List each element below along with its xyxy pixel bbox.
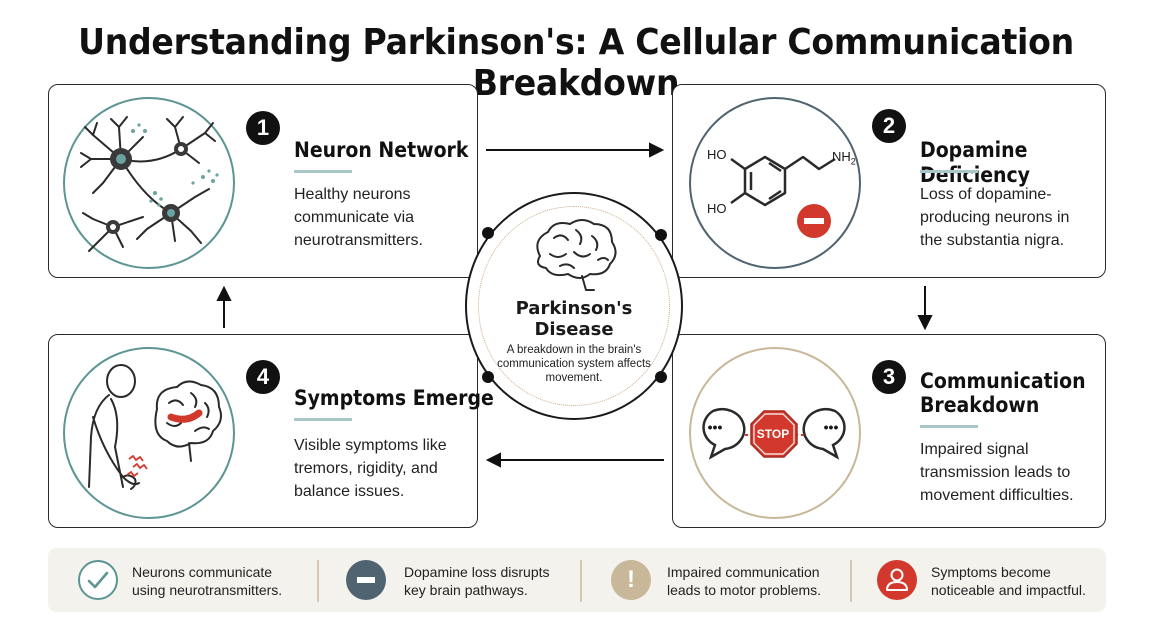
connector-dot-bottom-right <box>655 371 667 383</box>
step-2-badge: 2 <box>872 109 906 143</box>
footer-text-1-line1: Neurons communicate <box>132 564 273 580</box>
step-1-description: Healthy neurons communicate via neurotra… <box>294 186 423 249</box>
connector-dot-top-right <box>655 229 667 241</box>
footer-item-1: Neurons communicate using neurotransmitt… <box>48 548 318 612</box>
footer-item-2: Dopamine loss disrupts key brain pathway… <box>318 548 580 612</box>
connector-dot-top-left <box>482 227 494 239</box>
arrow-3-to-4-head <box>485 452 501 468</box>
step-1-title: Neuron Network <box>294 138 469 162</box>
step-3-underline <box>920 425 978 428</box>
step-4-description: Visible symptoms like tremors, rigidity,… <box>294 437 447 500</box>
dopamine-molecule-icon <box>730 155 836 238</box>
footer-separator-2 <box>580 560 582 602</box>
center-title-line1: Parkinson's <box>515 298 633 319</box>
footer-separator-1 <box>317 560 319 602</box>
center-title: Parkinson's Disease <box>478 298 670 340</box>
footer-text-1-line2: using neurotransmitters. <box>132 582 283 598</box>
footer-text-4: Symptoms become noticeable and impactful… <box>931 563 1086 599</box>
stop-label: STOP <box>756 427 790 441</box>
person-icon <box>877 560 917 600</box>
step-1-badge: 1 <box>246 111 280 145</box>
footer-text-4-line2: noticeable and impactful. <box>931 582 1086 598</box>
molecule-label-ho-top: HO <box>707 147 727 162</box>
step-3-title-line2: Breakdown <box>920 393 1040 417</box>
step-2-title: Dopamine Deficiency <box>920 138 1030 187</box>
molecule-label-nh2: NH2 <box>832 149 856 167</box>
stop-sign-icon <box>702 407 846 460</box>
step-4-underline <box>294 418 352 421</box>
neuron-network-illustration <box>63 97 235 269</box>
neuron-network-icon <box>80 116 219 252</box>
center-title-line2: Disease <box>534 319 614 340</box>
footer-text-2: Dopamine loss disrupts key brain pathway… <box>404 563 550 599</box>
footer-item-4: Symptoms become noticeable and impactful… <box>851 548 1106 612</box>
bubble-right-text: ••• <box>823 419 839 435</box>
footer-text-3: Impaired communication leads to motor pr… <box>667 563 821 599</box>
minus-icon <box>346 560 386 600</box>
step-1-underline <box>294 170 352 173</box>
arrow-4-to-1-head <box>216 285 232 301</box>
exclamation-icon: ! <box>611 560 651 600</box>
footer-text-1: Neurons communicate using neurotransmitt… <box>132 563 282 599</box>
connector-dot-bottom-left <box>482 371 494 383</box>
page-title: Understanding Parkinson's: A Cellular Co… <box>78 22 1074 104</box>
step-4-badge: 4 <box>246 360 280 394</box>
person-brain-icon <box>88 364 222 490</box>
arrow-2-to-3-head <box>917 315 933 331</box>
brain-icon <box>536 219 617 291</box>
footer-item-3: ! Impaired communication leads to motor … <box>581 548 849 612</box>
footer-separator-3 <box>850 560 852 602</box>
center-inner-ring <box>478 206 670 406</box>
nh-subscript: 2 <box>850 156 856 167</box>
center-description: A breakdown in the brain's communication… <box>497 344 651 384</box>
step-2-description: Loss of dopamine-producing neurons in th… <box>920 186 1070 249</box>
step-3-title-line1: Communication <box>920 369 1086 393</box>
molecule-label-ho-bottom: HO <box>707 201 727 216</box>
step-3-badge: 3 <box>872 360 906 394</box>
arrow-1-to-2-head <box>649 142 665 158</box>
bubble-left-text: ••• <box>707 419 723 435</box>
step-3-description: Impaired signal transmission leads to mo… <box>920 441 1074 504</box>
check-icon <box>78 560 118 600</box>
summary-footer: Neurons communicate using neurotransmitt… <box>48 548 1106 612</box>
footer-text-3-line2: leads to motor problems. <box>667 582 822 598</box>
step-4-title: Symptoms Emerge <box>294 386 494 410</box>
dopamine-illustration <box>689 97 861 269</box>
footer-text-4-line1: Symptoms become <box>931 564 1051 580</box>
nh-text: NH <box>832 149 851 164</box>
step-2-underline <box>920 170 978 173</box>
footer-text-2-line1: Dopamine loss disrupts <box>404 564 550 580</box>
footer-text-2-line2: key brain pathways. <box>404 582 528 598</box>
footer-text-3-line1: Impaired communication <box>667 564 820 580</box>
